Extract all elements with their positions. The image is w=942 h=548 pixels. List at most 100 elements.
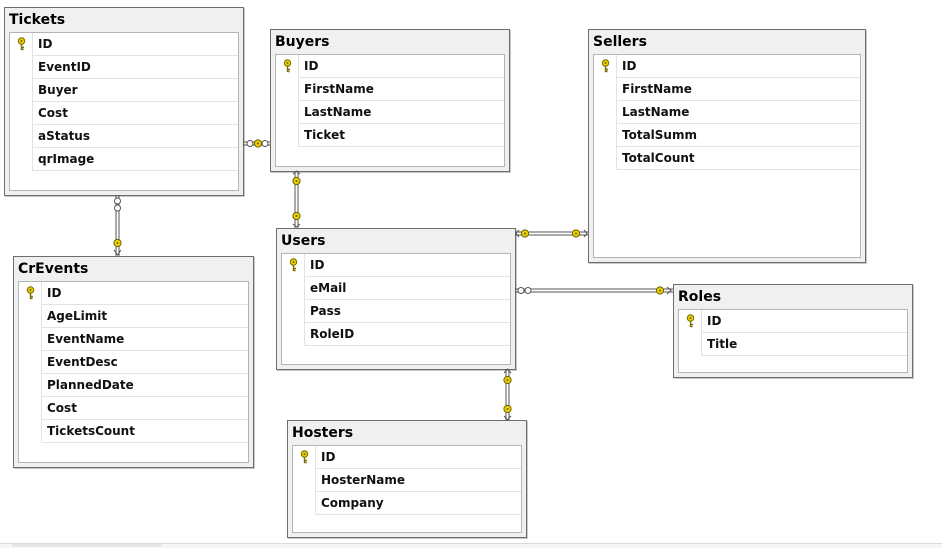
column-row[interactable]: Pass — [282, 300, 510, 323]
table-title: Buyers — [275, 34, 330, 50]
column-row[interactable]: EventID — [10, 56, 238, 79]
column-name: ID — [304, 59, 319, 73]
primary-key-icon — [26, 286, 35, 300]
relationship-users-roles[interactable] — [515, 286, 673, 295]
column-name: FirstName — [304, 82, 374, 96]
column-row[interactable]: ID — [293, 446, 521, 469]
column-row[interactable]: qrImage — [10, 148, 238, 171]
column-name: Pass — [310, 304, 341, 318]
column-row[interactable]: eMail — [282, 277, 510, 300]
primary-key-icon — [686, 314, 695, 328]
relationship-users-sellers[interactable] — [515, 229, 588, 238]
column-row[interactable]: AgeLimit — [19, 305, 248, 328]
column-name: FirstName — [622, 82, 692, 96]
table-title: Users — [281, 233, 326, 249]
column-name: LastName — [622, 105, 690, 119]
key-end-icon — [503, 404, 512, 414]
column-row[interactable]: Cost — [10, 102, 238, 125]
column-row[interactable]: HosterName — [293, 469, 521, 492]
key-end-icon — [571, 229, 581, 238]
column-name: Title — [707, 337, 738, 351]
column-name: Buyer — [38, 83, 78, 97]
horizontal-scrollbar[interactable] — [0, 543, 942, 548]
key-end-icon — [113, 238, 122, 248]
column-row[interactable]: LastName — [594, 101, 860, 124]
relationship-users-hosters[interactable] — [503, 368, 512, 421]
column-row[interactable]: ID — [10, 33, 238, 56]
table-tickets[interactable]: Tickets ID EventID Buyer Cost aStatus qr… — [4, 7, 244, 196]
column-name: ID — [622, 59, 637, 73]
column-row[interactable]: FirstName — [594, 78, 860, 101]
column-name: EventDesc — [47, 355, 118, 369]
column-name: LastName — [304, 105, 372, 119]
table-sellers[interactable]: Sellers ID FirstName LastName TotalSumm … — [588, 29, 866, 263]
column-row[interactable]: ID — [282, 254, 510, 277]
column-row[interactable]: Company — [293, 492, 521, 515]
table-buyers[interactable]: Buyers ID FirstName LastName Ticket — [270, 29, 510, 172]
column-row[interactable]: Cost — [19, 397, 248, 420]
table-hosters[interactable]: Hosters ID HosterName Company — [287, 420, 527, 538]
column-list: ID FirstName LastName Ticket — [275, 54, 505, 167]
primary-key-icon — [289, 258, 298, 272]
column-row[interactable]: EventDesc — [19, 351, 248, 374]
column-row[interactable]: TotalCount — [594, 147, 860, 170]
many-end-icon — [246, 140, 254, 147]
column-row[interactable]: LastName — [276, 101, 504, 124]
relationship-tickets-buyers[interactable] — [243, 139, 270, 148]
column-name: AgeLimit — [47, 309, 108, 323]
column-list: ID EventID Buyer Cost aStatus qrImage — [9, 32, 239, 191]
relationship-buyers-users[interactable] — [292, 170, 301, 228]
table-title: Roles — [678, 289, 722, 305]
relationship-tickets-crevents[interactable] — [113, 195, 122, 256]
column-name: eMail — [310, 281, 347, 295]
column-name: ID — [47, 286, 62, 300]
column-name: RoleID — [310, 327, 355, 341]
column-name: PlannedDate — [47, 378, 134, 392]
column-name: TotalSumm — [622, 128, 697, 142]
column-name: qrImage — [38, 152, 95, 166]
column-row[interactable]: ID — [19, 282, 248, 305]
column-name: Cost — [47, 401, 77, 415]
key-end-icon — [503, 375, 512, 385]
primary-key-icon — [283, 59, 292, 73]
column-name: aStatus — [38, 129, 90, 143]
column-row[interactable]: aStatus — [10, 125, 238, 148]
column-row[interactable]: TicketsCount — [19, 420, 248, 443]
column-row[interactable]: PlannedDate — [19, 374, 248, 397]
primary-key-icon — [300, 450, 309, 464]
column-list: ID HosterName Company — [292, 445, 522, 533]
column-row[interactable]: RoleID — [282, 323, 510, 346]
column-row[interactable]: ID — [679, 310, 907, 333]
scroll-thumb[interactable] — [12, 544, 162, 547]
column-name: Company — [321, 496, 384, 510]
column-row[interactable]: EventName — [19, 328, 248, 351]
column-row[interactable]: TotalSumm — [594, 124, 860, 147]
column-row[interactable]: Ticket — [276, 124, 504, 147]
column-row[interactable]: ID — [594, 55, 860, 78]
column-name: TotalCount — [622, 151, 695, 165]
column-row[interactable]: Title — [679, 333, 907, 356]
column-name: ID — [321, 450, 336, 464]
column-name: ID — [310, 258, 325, 272]
key-end-icon — [520, 229, 530, 238]
table-roles[interactable]: Roles ID Title — [673, 284, 913, 378]
table-title: Sellers — [593, 34, 647, 50]
table-title: Hosters — [292, 425, 354, 441]
table-users[interactable]: Users ID eMail Pass RoleID — [276, 228, 516, 370]
column-list: ID FirstName LastName TotalSumm TotalCou… — [593, 54, 861, 258]
column-name: HosterName — [321, 473, 406, 487]
key-end-icon — [292, 176, 301, 186]
table-crevents[interactable]: CrEvents ID AgeLimit EventName EventDesc… — [13, 256, 254, 468]
many-end-icon — [114, 197, 121, 205]
column-list: ID AgeLimit EventName EventDesc PlannedD… — [18, 281, 249, 463]
key-end-icon — [253, 139, 263, 148]
column-row[interactable]: Buyer — [10, 79, 238, 102]
primary-key-icon — [17, 37, 26, 51]
many-end-icon — [517, 287, 525, 294]
column-row[interactable]: FirstName — [276, 78, 504, 101]
key-end-icon — [292, 211, 301, 221]
primary-key-icon — [601, 59, 610, 73]
column-row[interactable]: ID — [276, 55, 504, 78]
table-title: Tickets — [9, 12, 66, 28]
column-name: Ticket — [304, 128, 345, 142]
